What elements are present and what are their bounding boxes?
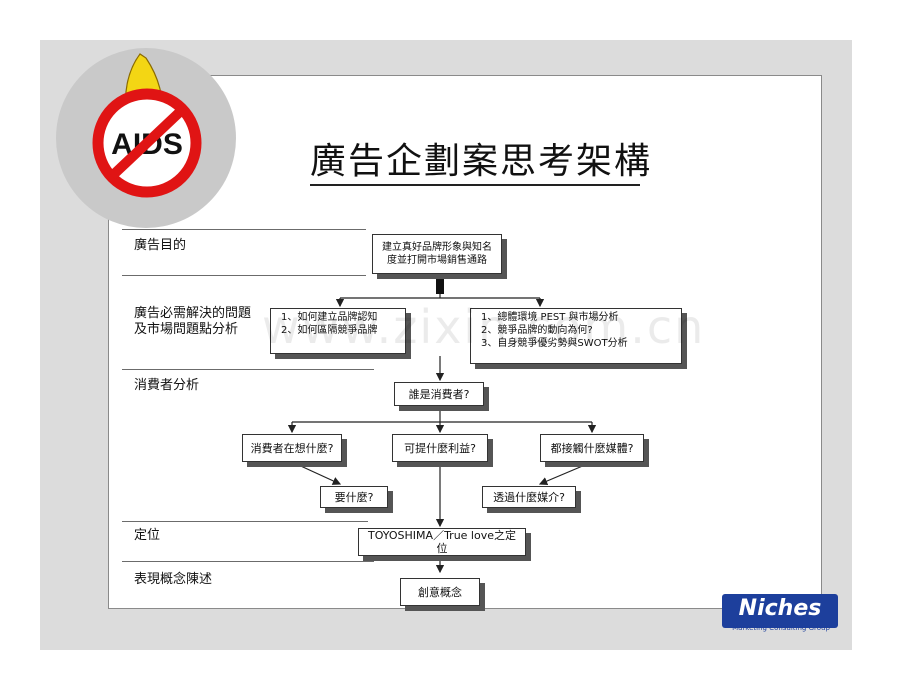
watermark: www.zixin.com.cn — [262, 300, 706, 354]
box-purpose-line2: 度並打開市場銷售通路 — [387, 255, 487, 266]
box-problem-right-line1: 1、總體環境 PEST 與市場分析 — [481, 312, 619, 323]
section-rule — [122, 561, 374, 562]
box-problem-right-line3: 3、自身競爭優劣勢與SWOT分析 — [481, 338, 628, 349]
page-title: 廣告企劃案思考架構 — [310, 140, 650, 186]
niches-logo: Niches — [722, 594, 838, 628]
section-rule — [122, 369, 374, 370]
section-label-problem-2: 及市場問題點分析 — [134, 322, 239, 337]
section-rule — [122, 275, 366, 276]
box-purpose-line1: 建立真好品牌形象與知名 — [382, 242, 492, 253]
section-rule — [122, 521, 368, 522]
box-problem-left-line2: 2、如何區隔競爭品牌 — [281, 325, 378, 336]
niches-tagline: Marketing Consulting Group — [732, 624, 830, 632]
box-problem-left: 1、如何建立品牌認知 2、如何區隔競爭品牌 — [270, 308, 406, 354]
box-problem-left-line1: 1、如何建立品牌認知 — [281, 312, 378, 323]
section-label-consumer: 消費者分析 — [134, 378, 200, 393]
box-creative-concept: 創意概念 — [400, 578, 480, 606]
section-label-concept: 表現概念陳述 — [134, 572, 213, 587]
box-problem-right-line2: 2、競爭品牌的動向為何? — [481, 325, 593, 336]
box-consumer-thinking: 消費者在想什麼? — [242, 434, 342, 462]
section-label-purpose: 廣告目的 — [134, 238, 187, 253]
section-label-problem-1: 廣告必需解決的問題 — [134, 306, 252, 321]
box-want: 要什麼? — [320, 486, 388, 508]
box-positioning: TOYOSHIMA／True love之定位 — [358, 528, 526, 556]
box-who-consumer: 誰是消費者? — [394, 382, 484, 406]
box-which-media: 透過什麼媒介? — [482, 486, 576, 508]
box-purpose: 建立真好品牌形象與知名 度並打開市場銷售通路 — [372, 234, 502, 274]
box-problem-right: 1、總體環境 PEST 與市場分析 2、競爭品牌的動向為何? 3、自身競爭優劣勢… — [470, 308, 682, 364]
section-label-position: 定位 — [134, 528, 161, 543]
box-benefit: 可提什麼利益? — [392, 434, 488, 462]
section-rule — [122, 229, 366, 230]
box-media-contact: 都接觸什麼媒體? — [540, 434, 644, 462]
